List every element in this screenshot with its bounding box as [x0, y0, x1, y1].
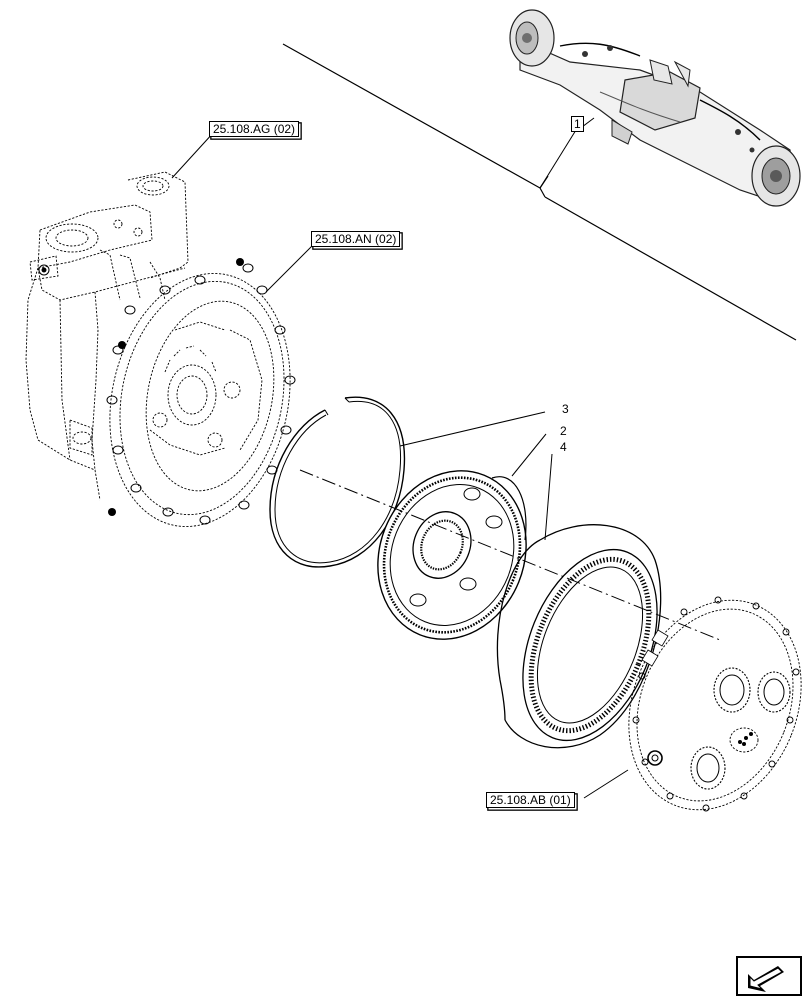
planet-carrier-gear-part-2 — [377, 470, 527, 640]
reference-label-an[interactable]: 25.108.AN (02) — [311, 231, 401, 247]
axle-assembly-thumbnail — [509, 9, 801, 207]
next-page-arrow-icon — [748, 966, 784, 992]
steering-knuckle-housing — [25, 171, 189, 501]
snap-ring-part-3 — [269, 396, 406, 568]
frame-line-upper — [282, 43, 541, 189]
leader-ref-ag — [171, 131, 215, 179]
reference-label-ag[interactable]: 25.108.AG (02) — [209, 121, 300, 137]
reference-label-ab[interactable]: 25.108.AB (01) — [486, 792, 575, 808]
callout-part-2: 2 — [560, 424, 567, 438]
planetary-cover-plate — [628, 596, 802, 812]
leader-ref-ab — [583, 769, 629, 799]
center-axis-line — [299, 469, 721, 641]
callout-assembly-1: 1 — [571, 116, 584, 132]
callout-part-4: 4 — [560, 440, 567, 454]
leader-part-3 — [399, 411, 546, 447]
leader-ref-an — [265, 244, 314, 293]
housing-flange — [106, 258, 296, 527]
leader-assembly-frame — [539, 129, 577, 189]
callout-part-3: 3 — [562, 402, 569, 416]
frame-line-lower — [544, 196, 797, 341]
leader-part-2 — [511, 433, 547, 477]
leader-part-4 — [544, 453, 553, 541]
frame-line-joint — [539, 187, 546, 198]
next-page-button[interactable] — [736, 956, 802, 996]
